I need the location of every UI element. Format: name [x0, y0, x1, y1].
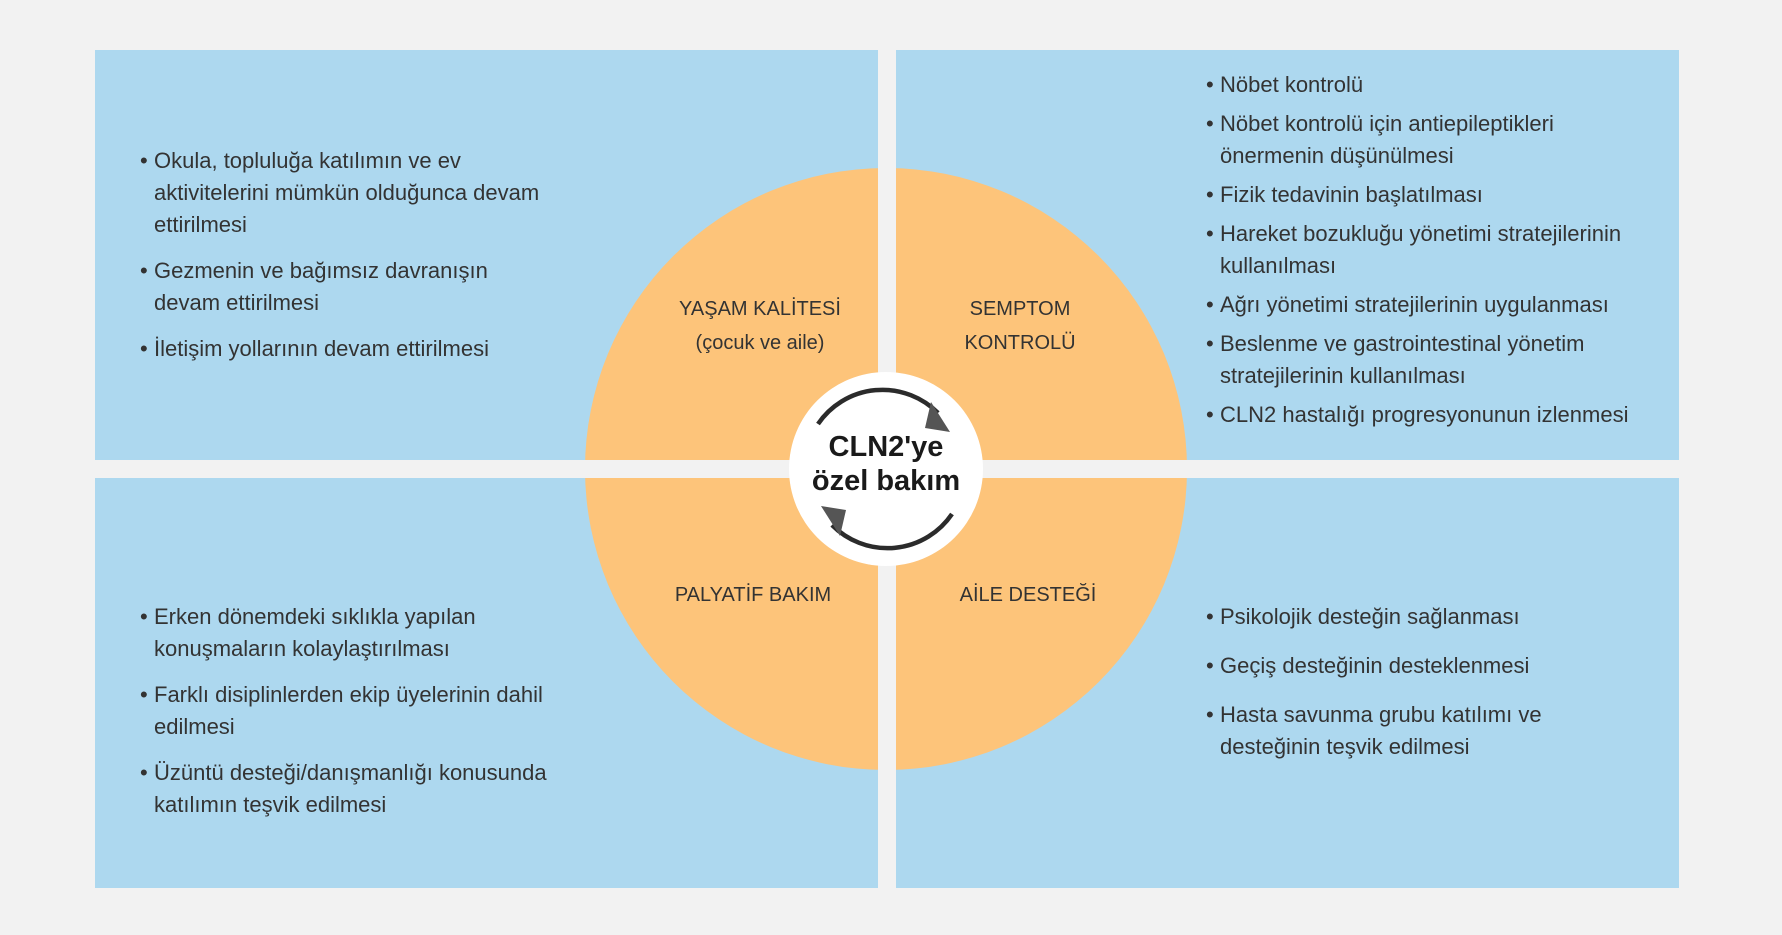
list-item: Fizik tedavinin başlatılması: [1206, 179, 1646, 211]
list-item: Farklı disiplinlerden ekip üyelerinin da…: [140, 679, 580, 743]
circular-arrows-icon: [816, 387, 954, 551]
palliative-care-list: Erken dönemdeki sıklıkla yapılan konuşma…: [140, 601, 580, 835]
list-item: Psikolojik desteğin sağlanması: [1206, 601, 1646, 633]
list-item: Okula, topluluğa katılımın ve ev aktivit…: [140, 145, 540, 241]
label-quality-of-life: YAŞAM KALİTESİ (çocuk ve aile): [640, 292, 880, 360]
label-quality-of-life-line2: (çocuk ve aile): [695, 332, 825, 354]
list-item: Ağrı yönetimi stratejilerinin uygulanmas…: [1206, 289, 1646, 321]
center-title-line2: özel bakım: [811, 465, 961, 497]
label-family-support-line1: AİLE DESTEĞİ: [959, 584, 1097, 606]
list-item: Hasta savunma grubu katılımı ve desteğin…: [1206, 699, 1646, 763]
label-palliative-care-line1: PALYATİF BAKIM: [674, 584, 832, 606]
family-support-list: Psikolojik desteğin sağlanması Geçiş des…: [1206, 601, 1646, 780]
label-symptom-control-line1: SEMPTOM: [969, 298, 1071, 320]
list-item: Gezmenin ve bağımsız davranışın devam et…: [140, 255, 540, 319]
list-item: Erken dönemdeki sıklıkla yapılan konuşma…: [140, 601, 580, 665]
arrow-head-top: [925, 402, 950, 432]
label-palliative-care: PALYATİF BAKIM: [633, 578, 873, 612]
label-family-support: AİLE DESTEĞİ: [908, 578, 1148, 612]
list-item: Nöbet kontrolü için antiepileptikleri ön…: [1206, 108, 1646, 172]
label-symptom-control: SEMPTOM KONTROLÜ: [900, 292, 1140, 360]
quality-of-life-list: Okula, topluluğa katılımın ve ev aktivit…: [140, 145, 540, 379]
list-item: Geçiş desteğinin desteklenmesi: [1206, 650, 1646, 682]
symptom-control-list: Nöbet kontrolü Nöbet kontrolü için antie…: [1206, 69, 1646, 438]
list-item: Nöbet kontrolü: [1206, 69, 1646, 101]
list-item: İletişim yollarının devam ettirilmesi: [140, 333, 540, 365]
label-symptom-control-line2: KONTROLÜ: [964, 332, 1076, 354]
label-quality-of-life-line1: YAŞAM KALİTESİ: [679, 298, 841, 320]
center-title: CLN2'ye özel bakım: [790, 430, 982, 498]
list-item: Hareket bozukluğu yönetimi stratejilerin…: [1206, 218, 1646, 282]
arrow-head-bottom: [821, 506, 846, 536]
center-title-line1: CLN2'ye: [828, 431, 944, 463]
list-item: Üzüntü desteği/danışmanlığı konusunda ka…: [140, 757, 580, 821]
list-item: Beslenme ve gastrointestinal yönetim str…: [1206, 328, 1646, 392]
list-item: CLN2 hastalığı progresyonunun izlenmesi: [1206, 399, 1646, 431]
